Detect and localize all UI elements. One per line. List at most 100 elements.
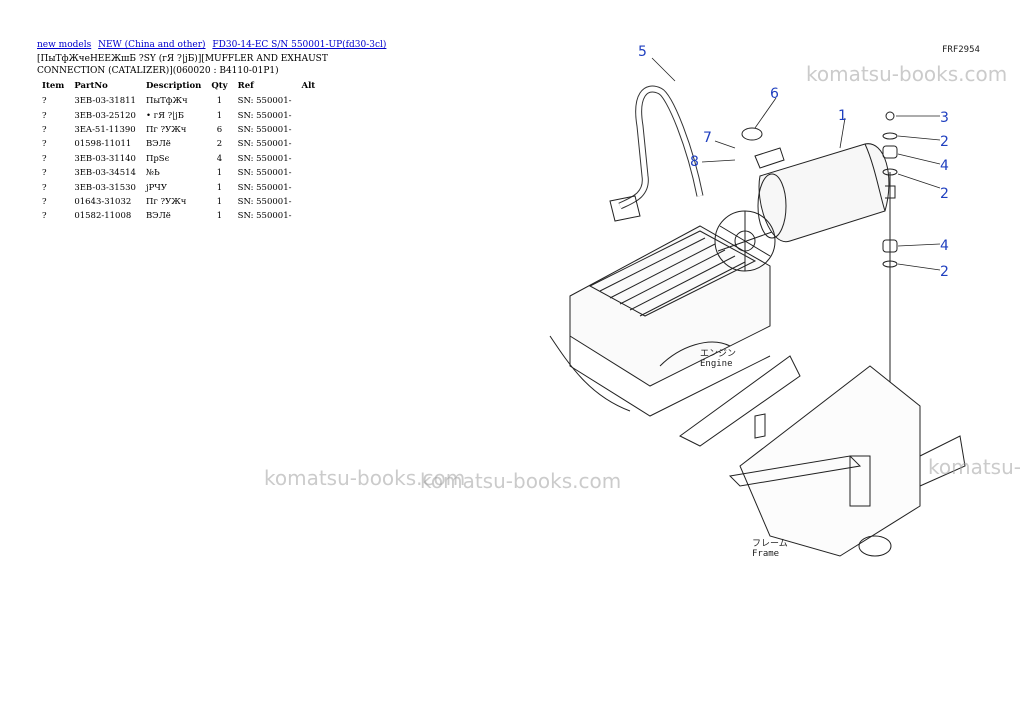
cell-qty: 1 — [216, 196, 223, 207]
cell-ref: SN: 550001- — [237, 211, 292, 222]
cell-item: ? — [42, 110, 47, 121]
cell-qty: 4 — [216, 153, 223, 164]
pipe-flange — [609, 195, 641, 222]
cell-partno: 01582-11008 — [74, 211, 132, 222]
table-row: ? 01582-11008 ВЭЛё 1 SN: 550001- — [37, 209, 320, 223]
cell-qty: 6 — [216, 124, 223, 135]
nut-3 — [885, 111, 895, 121]
parts-diagram: 5 6 7 8 1 3 2 4 2 4 2 FRF2954 エンジン Engin… — [549, 44, 980, 559]
cell-desc: ПыТфЖч — [145, 96, 188, 107]
frame-label: Frame — [752, 549, 779, 559]
cell-partno: 3EA-51-11390 — [74, 124, 136, 135]
cell-qty: 1 — [216, 211, 223, 222]
cell-item: ? — [42, 182, 47, 193]
cell-item: ? — [42, 211, 47, 222]
callout-1: 1 — [838, 108, 847, 124]
cell-desc: ПрSє — [145, 153, 170, 164]
washer-2a — [882, 132, 898, 140]
diagram-code: FRF2954 — [942, 45, 980, 55]
cell-alt — [296, 94, 320, 108]
cell-item: ? — [42, 168, 47, 179]
cell-partno: 01598-11011 — [74, 139, 132, 150]
cell-partno: 3EB-03-25120 — [74, 110, 136, 121]
cell-ref: SN: 550001- — [237, 124, 292, 135]
cell-qty: 1 — [216, 168, 223, 179]
cell-ref: SN: 550001- — [237, 153, 292, 164]
cell-ref: SN: 550001- — [237, 196, 292, 207]
cell-alt — [296, 123, 320, 137]
cell-alt — [296, 108, 320, 122]
cell-partno: 3EB-03-31140 — [74, 153, 136, 164]
breadcrumb: new models NEW (China and other) FD30-14… — [37, 40, 390, 50]
cell-item: ? — [42, 196, 47, 207]
table-row: ? 3EB-03-31530 jРЧУ 1 SN: 550001- — [37, 180, 320, 194]
header-qty: Qty — [211, 81, 228, 91]
cell-item: ? — [42, 139, 47, 150]
cell-qty: 1 — [216, 182, 223, 193]
muffler — [754, 143, 896, 243]
cell-item: ? — [42, 96, 47, 107]
cell-partno: 3EB-03-31530 — [74, 182, 136, 193]
cell-partno: 3EB-03-31811 — [74, 96, 136, 107]
cell-qty: 1 — [216, 96, 223, 107]
table-row: ? 3EB-03-34514 №Ь 1 SN: 550001- — [37, 166, 320, 180]
cell-item: ? — [42, 124, 47, 135]
cell-alt — [296, 180, 320, 194]
table-row: ? 3EA-51-11390 Пг ?УЖч 6 SN: 550001- — [37, 123, 320, 137]
header-item: Item — [42, 81, 65, 91]
callout-7: 7 — [703, 130, 712, 146]
callout-6: 6 — [770, 86, 779, 102]
callout-5: 5 — [638, 44, 647, 60]
header-description: Description — [145, 81, 202, 91]
table-header-row: Item PartNo Description Qty Ref Alt — [37, 80, 320, 94]
cell-partno: 01643-31032 — [74, 196, 132, 207]
page-title: [ПыТфЖчеНЕЕЖшБ ?SY (гЯ ?|jБ)][MUFFLER AN… — [37, 54, 328, 76]
callout-4b: 4 — [940, 238, 949, 254]
engine-label-jp: エンジン — [700, 349, 736, 359]
cell-ref: SN: 550001- — [237, 96, 292, 107]
cell-desc: ВЭЛё — [145, 139, 171, 150]
clamp — [741, 127, 763, 141]
cell-partno: 3EB-03-34514 — [74, 168, 136, 179]
cell-ref: SN: 550001- — [237, 182, 292, 193]
cell-alt — [296, 137, 320, 151]
frame — [679, 355, 966, 557]
breadcrumb-link-model[interactable]: FD30-14-EC S/N 550001-UP(fd30-3cl) — [212, 40, 387, 50]
breadcrumb-link-new-china[interactable]: NEW (China and other) — [98, 40, 206, 50]
cell-desc: Пг ?УЖч — [145, 124, 187, 135]
cell-qty: 1 — [216, 110, 223, 121]
cell-alt — [296, 152, 320, 166]
cell-desc: • гЯ ?|jБ — [145, 110, 184, 121]
callout-8: 8 — [690, 154, 699, 170]
frame-label-jp: フレーム — [752, 538, 788, 549]
table-row: ? 01643-31032 Пг ?УЖч 1 SN: 550001- — [37, 195, 320, 209]
watermark: komatsu-books.com — [264, 466, 466, 490]
header-partno: PartNo — [74, 81, 108, 91]
cell-ref: SN: 550001- — [237, 168, 292, 179]
cell-item: ? — [42, 153, 47, 164]
callout-4a: 4 — [940, 158, 949, 174]
engine-block — [549, 210, 776, 417]
cell-desc: Пг ?УЖч — [145, 196, 187, 207]
cell-desc: jРЧУ — [145, 182, 168, 193]
callout-2c: 2 — [940, 264, 949, 280]
rubber-4a — [882, 145, 898, 159]
engine-label: Engine — [700, 359, 733, 369]
cell-desc: №Ь — [145, 168, 160, 179]
cell-desc: ВЭЛё — [145, 211, 171, 222]
header-ref: Ref — [237, 81, 254, 91]
callout-2a: 2 — [940, 134, 949, 150]
header-alt: Alt — [301, 81, 316, 91]
breadcrumb-link-new-models[interactable]: new models — [37, 40, 92, 50]
cell-alt — [296, 166, 320, 180]
cell-alt — [296, 195, 320, 209]
cell-alt — [296, 209, 320, 223]
callout-2b: 2 — [940, 186, 949, 202]
table-row: ? 3EB-03-31811 ПыТфЖч 1 SN: 550001- — [37, 94, 320, 108]
table-row: ? 3EB-03-31140 ПрSє 4 SN: 550001- — [37, 152, 320, 166]
callout-3: 3 — [940, 110, 949, 126]
cell-ref: SN: 550001- — [237, 139, 292, 150]
